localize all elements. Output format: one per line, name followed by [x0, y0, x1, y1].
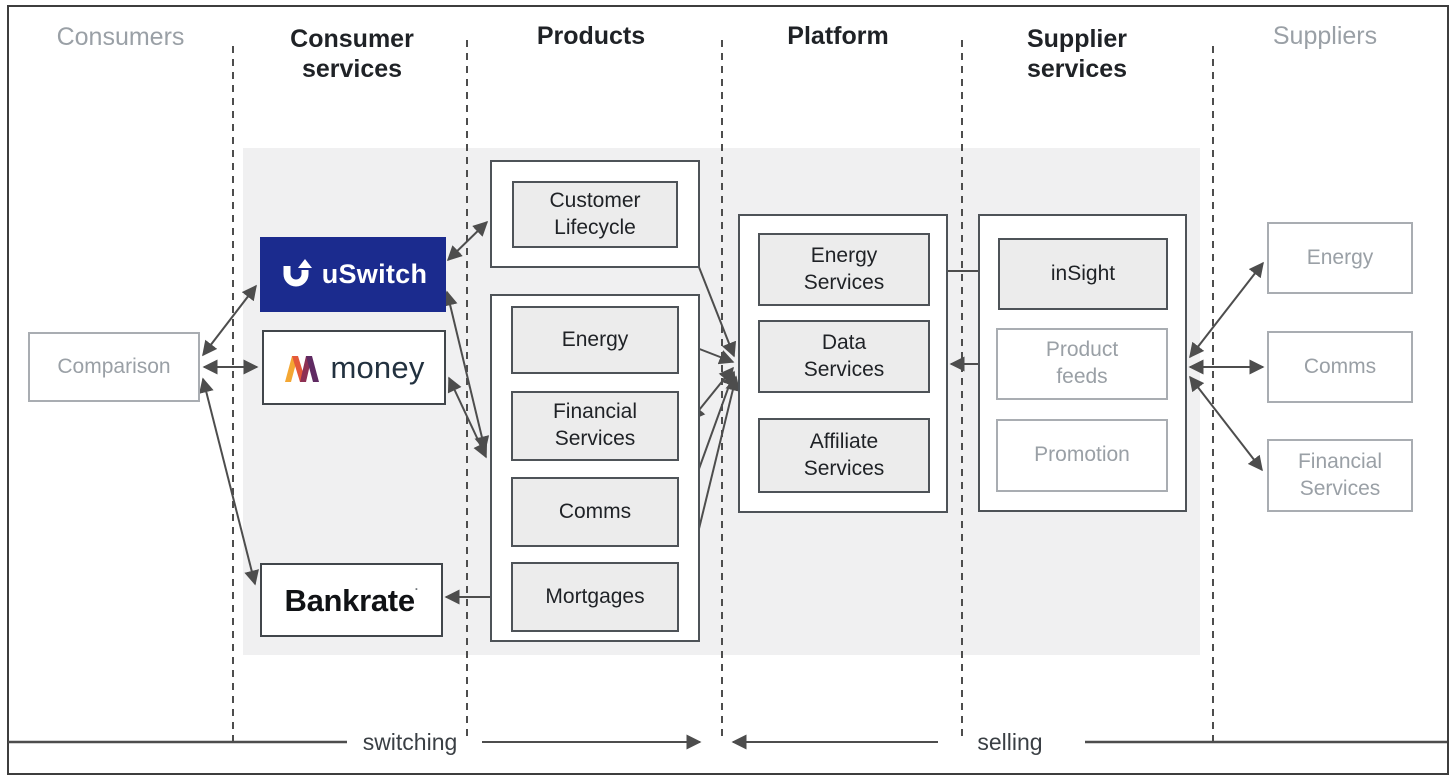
comparison-box: Comparison [28, 332, 200, 402]
product-feeds-box: Product feeds [996, 328, 1168, 400]
column-header-suppliers: Suppliers [1272, 22, 1378, 50]
column-header-supplier-services: Supplier services [1026, 25, 1128, 83]
switching-label: switching [362, 729, 458, 755]
comms-box: Comms [511, 477, 679, 547]
mortgages-box: Mortgages [511, 562, 679, 632]
money-m-icon [285, 355, 320, 382]
energy-services-box: Energy Services [758, 233, 930, 306]
column-header-consumer-services: Consumer services [290, 25, 414, 83]
uswitch-logo-text: uSwitch [321, 259, 428, 289]
supplier-comms-box: Comms [1267, 331, 1413, 403]
promotion-box: Promotion [996, 419, 1168, 492]
uswitch-logo-box: uSwitch [260, 237, 446, 312]
bankrate-logo-box: Bankrate· [260, 563, 443, 637]
customer-lifecycle-box: Customer Lifecycle [512, 181, 678, 248]
uswitch-u-icon [283, 258, 312, 286]
affiliate-services-box: Affiliate Services [758, 418, 930, 493]
bankrate-logo-text: Bankrate· [284, 581, 419, 618]
money-logo-text: money [330, 349, 425, 385]
column-header-products: Products [536, 22, 646, 50]
money-logo-box: money [262, 330, 446, 405]
selling-label: selling [977, 729, 1043, 755]
supplier-energy-box: Energy [1267, 222, 1413, 294]
financial-services-box: Financial Services [511, 391, 679, 461]
data-services-box: Data Services [758, 320, 930, 393]
column-header-platform: Platform [787, 22, 889, 50]
supplier-financial-services-box: Financial Services [1267, 439, 1413, 512]
insight-box: inSight [998, 238, 1168, 310]
column-header-consumers: Consumers [56, 23, 185, 51]
energy-box: Energy [511, 306, 679, 374]
bankrate-trademark-dot: · [414, 581, 419, 596]
